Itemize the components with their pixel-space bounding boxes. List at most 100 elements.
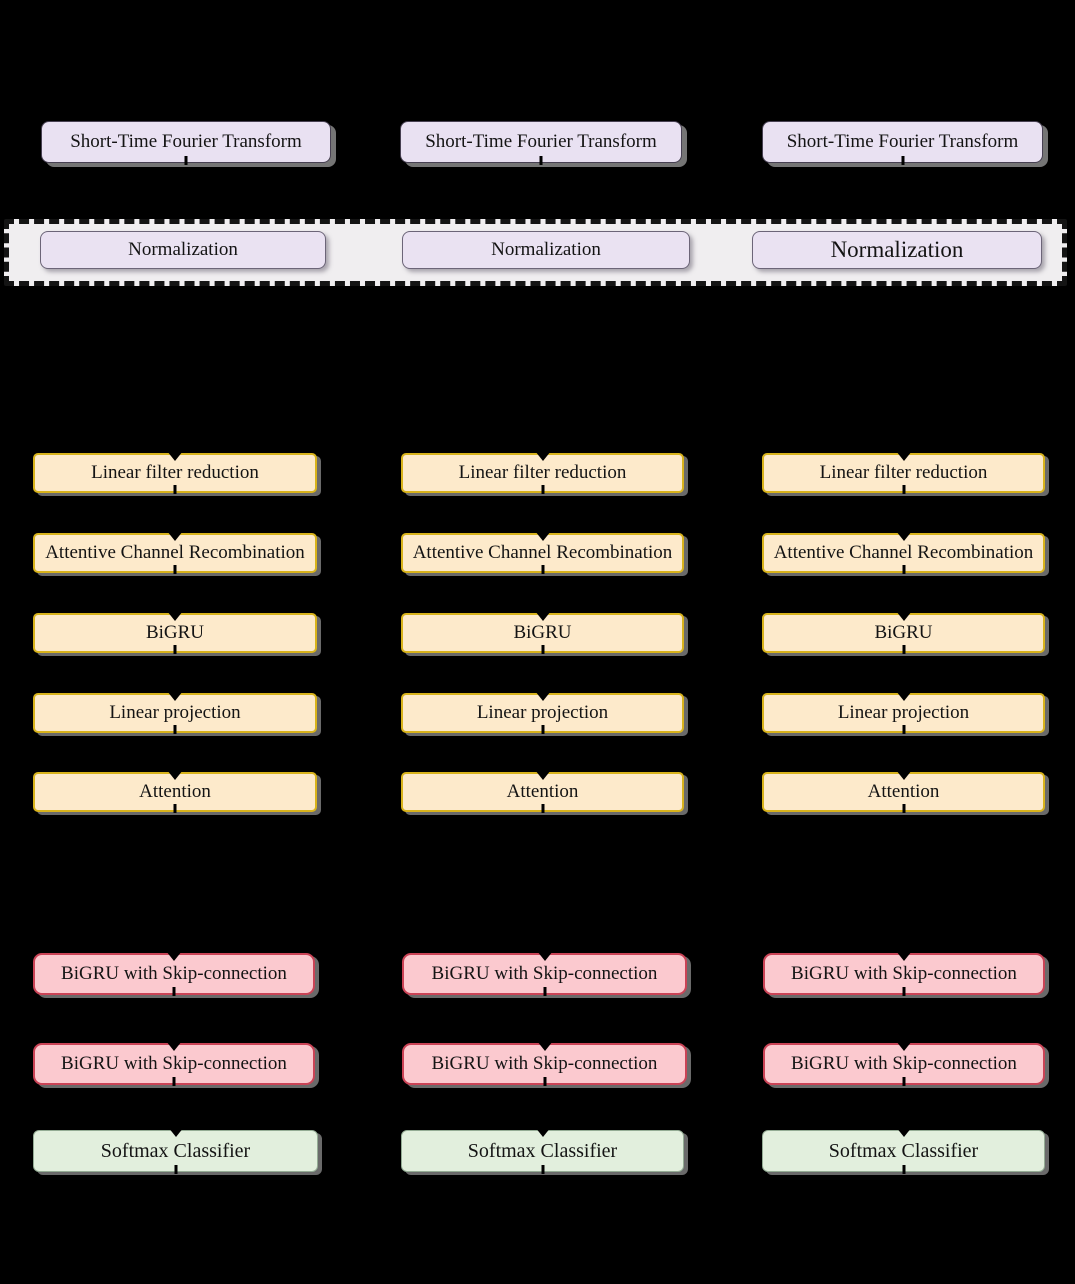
arrow-down-icon: [534, 1127, 551, 1137]
arrow-down-icon: [895, 770, 912, 780]
attention-box: Attention: [762, 770, 1045, 813]
connector-stub: [543, 987, 546, 996]
bigru-skip-connection-box: BiGRU with Skip-connection: [402, 1041, 687, 1086]
arrow-down-icon: [167, 691, 183, 701]
softmax-classifier-box: Softmax Classifier: [33, 1127, 318, 1174]
bigru-skip-connection-box: BiGRU with Skip-connection: [763, 1041, 1045, 1086]
arrow-down-icon: [167, 611, 183, 621]
connector-stub: [539, 156, 543, 165]
decoder-step-label: BiGRU with Skip-connection: [791, 963, 1017, 985]
connector-stub: [172, 1077, 176, 1086]
encoder-step-label: Linear filter reduction: [458, 462, 627, 484]
arrow-down-icon: [896, 951, 912, 961]
softmax-classifier-box: Softmax Classifier: [762, 1127, 1045, 1174]
attention-box: Attention: [401, 770, 684, 813]
bigru-box: BiGRU: [33, 611, 317, 654]
arrow-down-icon: [166, 1041, 182, 1051]
arrow-down-icon: [534, 770, 551, 780]
connector-stub: [902, 987, 906, 996]
encoder-step-label: Linear projection: [476, 702, 609, 724]
bigru-box: BiGRU: [762, 611, 1045, 654]
arrow-down-icon: [536, 951, 553, 961]
linear-projection-box: Linear projection: [762, 691, 1045, 734]
encoder-step-label: Linear projection: [109, 702, 241, 724]
connector-stub: [172, 987, 176, 996]
stft-box: Short-Time Fourier Transform: [41, 121, 331, 165]
connector-stub: [173, 725, 177, 734]
connector-stub: [541, 645, 544, 654]
arrow-down-icon: [534, 531, 551, 541]
stft-label: Short-Time Fourier Transform: [70, 131, 302, 153]
normalization-box: Normalization: [402, 231, 690, 269]
arrow-down-icon: [895, 611, 912, 621]
connector-stub: [184, 156, 188, 165]
stft-box: Short-Time Fourier Transform: [762, 121, 1043, 165]
encoder-step-label: Attention: [139, 781, 211, 803]
connector-stub: [174, 1165, 177, 1174]
stft-label: Short-Time Fourier Transform: [786, 131, 1019, 153]
connector-stub: [541, 485, 544, 494]
decoder-step-label: BiGRU with Skip-connection: [61, 1053, 287, 1075]
connector-stub: [173, 645, 177, 654]
normalization-box: Normalization: [40, 231, 326, 269]
stft-label: Short-Time Fourier Transform: [425, 131, 657, 153]
decoder-step-label: BiGRU with Skip-connection: [791, 1053, 1017, 1075]
connector-stub: [173, 485, 177, 494]
arrow-down-icon: [896, 1041, 912, 1051]
bigru-box: BiGRU: [401, 611, 684, 654]
connector-stub: [902, 645, 905, 654]
linear-filter-reduction-box: Linear filter reduction: [401, 451, 684, 494]
normalization-label: Normalization: [128, 239, 238, 261]
connector-stub: [901, 156, 904, 165]
connector-stub: [902, 1077, 906, 1086]
arrow-down-icon: [167, 531, 183, 541]
linear-filter-reduction-box: Linear filter reduction: [762, 451, 1045, 494]
classifier-label: Softmax Classifier: [467, 1139, 618, 1162]
decoder-step-label: BiGRU with Skip-connection: [61, 963, 287, 985]
arrow-down-icon: [167, 451, 183, 461]
normalization-box: Normalization: [752, 231, 1042, 269]
encoder-step-label: Attention: [506, 781, 579, 803]
normalization-label: Normalization: [491, 239, 601, 261]
attentive-channel-recombination-box: Attentive Channel Recombination: [33, 531, 317, 574]
linear-projection-box: Linear projection: [33, 691, 317, 734]
encoder-step-label: Attention: [867, 781, 940, 803]
encoder-step-label: BiGRU: [513, 622, 572, 644]
decoder-step-label: BiGRU with Skip-connection: [431, 963, 658, 985]
connector-stub: [541, 725, 544, 734]
arrow-down-icon: [534, 451, 551, 461]
classifier-label: Softmax Classifier: [100, 1139, 251, 1162]
connector-stub: [902, 725, 905, 734]
encoder-step-label: Linear filter reduction: [91, 462, 259, 484]
bigru-skip-connection-box: BiGRU with Skip-connection: [33, 951, 315, 996]
connector-stub: [541, 1165, 544, 1174]
stft-box: Short-Time Fourier Transform: [400, 121, 682, 165]
bigru-skip-connection-box: BiGRU with Skip-connection: [33, 1041, 315, 1086]
connector-stub: [902, 485, 905, 494]
attention-box: Attention: [33, 770, 317, 813]
attentive-channel-recombination-box: Attentive Channel Recombination: [762, 531, 1045, 574]
arrow-down-icon: [895, 691, 912, 701]
connector-stub: [902, 565, 905, 574]
arrow-down-icon: [166, 951, 182, 961]
encoder-step-label: Attentive Channel Recombination: [412, 542, 673, 564]
linear-filter-reduction-box: Linear filter reduction: [33, 451, 317, 494]
linear-projection-box: Linear projection: [401, 691, 684, 734]
encoder-step-label: Linear filter reduction: [819, 462, 988, 484]
arrow-down-icon: [895, 451, 912, 461]
connector-stub: [541, 804, 544, 813]
connector-stub: [173, 565, 177, 574]
encoder-step-label: BiGRU: [145, 622, 205, 644]
normalization-label: Normalization: [830, 236, 964, 262]
connector-stub: [543, 1077, 546, 1086]
classifier-label: Softmax Classifier: [828, 1139, 979, 1162]
attentive-channel-recombination-box: Attentive Channel Recombination: [401, 531, 684, 574]
encoder-step-label: BiGRU: [874, 622, 933, 644]
encoder-step-label: Attentive Channel Recombination: [45, 542, 305, 564]
encoder-step-label: Attentive Channel Recombination: [773, 542, 1034, 564]
arrow-down-icon: [895, 531, 912, 541]
arrow-down-icon: [534, 611, 551, 621]
arrow-down-icon: [534, 691, 551, 701]
softmax-classifier-box: Softmax Classifier: [401, 1127, 684, 1174]
connector-stub: [902, 1165, 905, 1174]
